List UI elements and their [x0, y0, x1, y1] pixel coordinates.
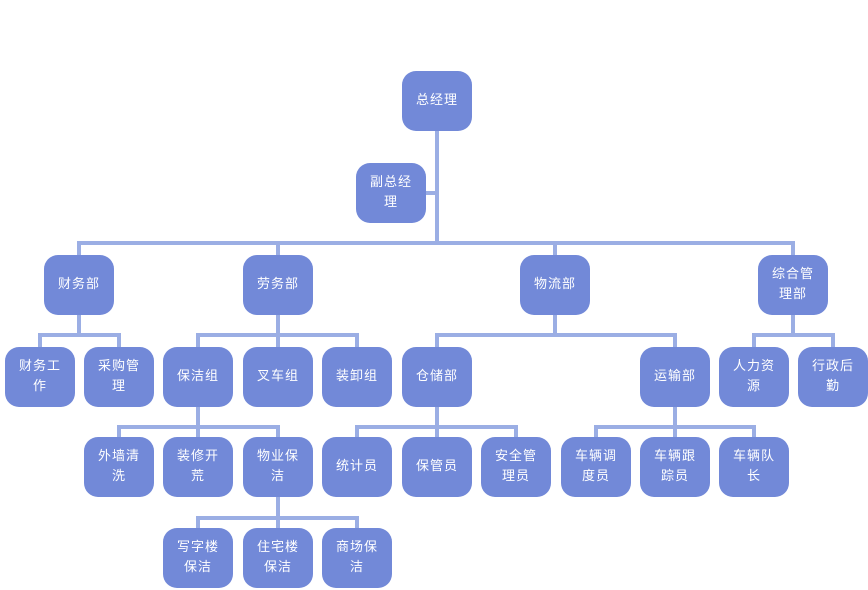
node-label: 财务部 — [57, 277, 100, 292]
connector-stub-renovation-cleaning — [196, 427, 200, 437]
connector-stub-cleaning-team — [196, 335, 200, 347]
node-statistician[interactable]: 统计员 — [322, 437, 392, 497]
connector-warehouse-trunk — [435, 405, 439, 429]
node-forklift-team[interactable]: 叉车组 — [243, 347, 313, 407]
connector-bus-general-admin — [752, 333, 835, 337]
node-deputy-general-manager[interactable]: 副总经理 — [356, 163, 426, 223]
connector-transport-trunk — [673, 405, 677, 429]
node-vehicle-dispatcher[interactable]: 车辆调度员 — [561, 437, 631, 497]
node-label: 综合管理部 — [771, 267, 814, 302]
node-label: 统计员 — [335, 459, 378, 474]
connector-stub-office-cleaning — [196, 518, 200, 528]
node-hr[interactable]: 人力资源 — [719, 347, 789, 407]
connector-stub-hr — [752, 335, 756, 347]
node-label: 运输部 — [653, 369, 696, 384]
connector-stub-vehicle-tracker — [673, 427, 677, 437]
node-storekeeper[interactable]: 保管员 — [402, 437, 472, 497]
connector-stub-logistics — [553, 243, 557, 255]
node-logistics-dept[interactable]: 物流部 — [520, 255, 590, 315]
node-label: 住宅楼保洁 — [256, 540, 299, 575]
connector-stub-vehicle-dispatcher — [594, 427, 598, 437]
node-office-building-cleaning[interactable]: 写字楼保洁 — [163, 528, 233, 588]
node-safety-manager[interactable]: 安全管理员 — [481, 437, 551, 497]
node-label: 副总经理 — [369, 175, 412, 210]
node-finance-dept[interactable]: 财务部 — [44, 255, 114, 315]
node-label: 外墙清洗 — [97, 449, 140, 484]
connector-stub-finance-work — [38, 335, 42, 347]
node-renovation-cleaning[interactable]: 装修开荒 — [163, 437, 233, 497]
node-label: 写字楼保洁 — [176, 540, 219, 575]
connector-property-trunk — [276, 495, 280, 520]
connector-bus-level3 — [77, 241, 795, 245]
connector-stub-fleet-captain — [752, 427, 756, 437]
node-label: 装卸组 — [335, 369, 378, 384]
node-label: 采购管理 — [97, 359, 140, 394]
connector-stub-safety-manager — [514, 427, 518, 437]
node-cleaning-team[interactable]: 保洁组 — [163, 347, 233, 407]
connector-stub-transport — [673, 335, 677, 347]
node-label: 总经理 — [415, 93, 458, 108]
node-fleet-captain[interactable]: 车辆队长 — [719, 437, 789, 497]
connector-stub-warehouse — [435, 335, 439, 347]
connector-gm-trunk — [435, 130, 439, 245]
node-label: 物业保洁 — [256, 449, 299, 484]
connector-general-admin-trunk — [791, 313, 795, 337]
connector-stub-storekeeper — [435, 427, 439, 437]
node-label: 保洁组 — [176, 369, 219, 384]
node-exterior-wall-cleaning[interactable]: 外墙清洗 — [84, 437, 154, 497]
node-loading-team[interactable]: 装卸组 — [322, 347, 392, 407]
node-mall-cleaning[interactable]: 商场保洁 — [322, 528, 392, 588]
node-label: 装修开荒 — [176, 449, 219, 484]
node-warehouse-dept[interactable]: 仓储部 — [402, 347, 472, 407]
node-transport-dept[interactable]: 运输部 — [640, 347, 710, 407]
connector-stub-admin-logistics — [831, 335, 835, 347]
node-finance-work[interactable]: 财务工作 — [5, 347, 75, 407]
node-property-cleaning[interactable]: 物业保洁 — [243, 437, 313, 497]
node-label: 人力资源 — [732, 359, 775, 394]
connector-stub-property-cleaning — [276, 427, 280, 437]
connector-cleaning-trunk — [196, 405, 200, 429]
connector-stub-loading-team — [355, 335, 359, 347]
node-general-manager[interactable]: 总经理 — [402, 71, 472, 131]
node-general-admin-dept[interactable]: 综合管理部 — [758, 255, 828, 315]
node-label: 车辆队长 — [732, 449, 775, 484]
connector-stub-forklift-team — [276, 335, 280, 347]
node-label: 仓储部 — [415, 369, 458, 384]
node-label: 叉车组 — [256, 369, 299, 384]
node-vehicle-tracker[interactable]: 车辆跟踪员 — [640, 437, 710, 497]
node-label: 车辆跟踪员 — [653, 449, 696, 484]
node-label: 安全管理员 — [494, 449, 537, 484]
node-procurement[interactable]: 采购管理 — [84, 347, 154, 407]
connector-finance-trunk — [77, 313, 81, 337]
node-label: 财务工作 — [18, 359, 61, 394]
connector-stub-finance — [77, 243, 81, 255]
connector-stub-procurement — [117, 335, 121, 347]
node-residential-cleaning[interactable]: 住宅楼保洁 — [243, 528, 313, 588]
node-labor-dept[interactable]: 劳务部 — [243, 255, 313, 315]
connector-dgm-stub — [424, 191, 437, 195]
connector-bus-finance — [38, 333, 121, 337]
node-label: 商场保洁 — [335, 540, 378, 575]
node-label: 行政后勤 — [811, 359, 854, 394]
connector-stub-mall-cleaning — [355, 518, 359, 528]
connector-logistics-trunk — [553, 313, 557, 337]
connector-stub-residential-cleaning — [276, 518, 280, 528]
connector-stub-general-admin — [791, 243, 795, 255]
node-label: 保管员 — [415, 459, 458, 474]
node-label: 劳务部 — [256, 277, 299, 292]
node-label: 物流部 — [533, 277, 576, 292]
connector-stub-statistician — [355, 427, 359, 437]
node-admin-logistics[interactable]: 行政后勤 — [798, 347, 868, 407]
connector-stub-labor — [276, 243, 280, 255]
connector-stub-exterior-cleaning — [117, 427, 121, 437]
node-label: 车辆调度员 — [574, 449, 617, 484]
connector-labor-trunk — [276, 313, 280, 337]
connector-bus-logistics — [435, 333, 677, 337]
